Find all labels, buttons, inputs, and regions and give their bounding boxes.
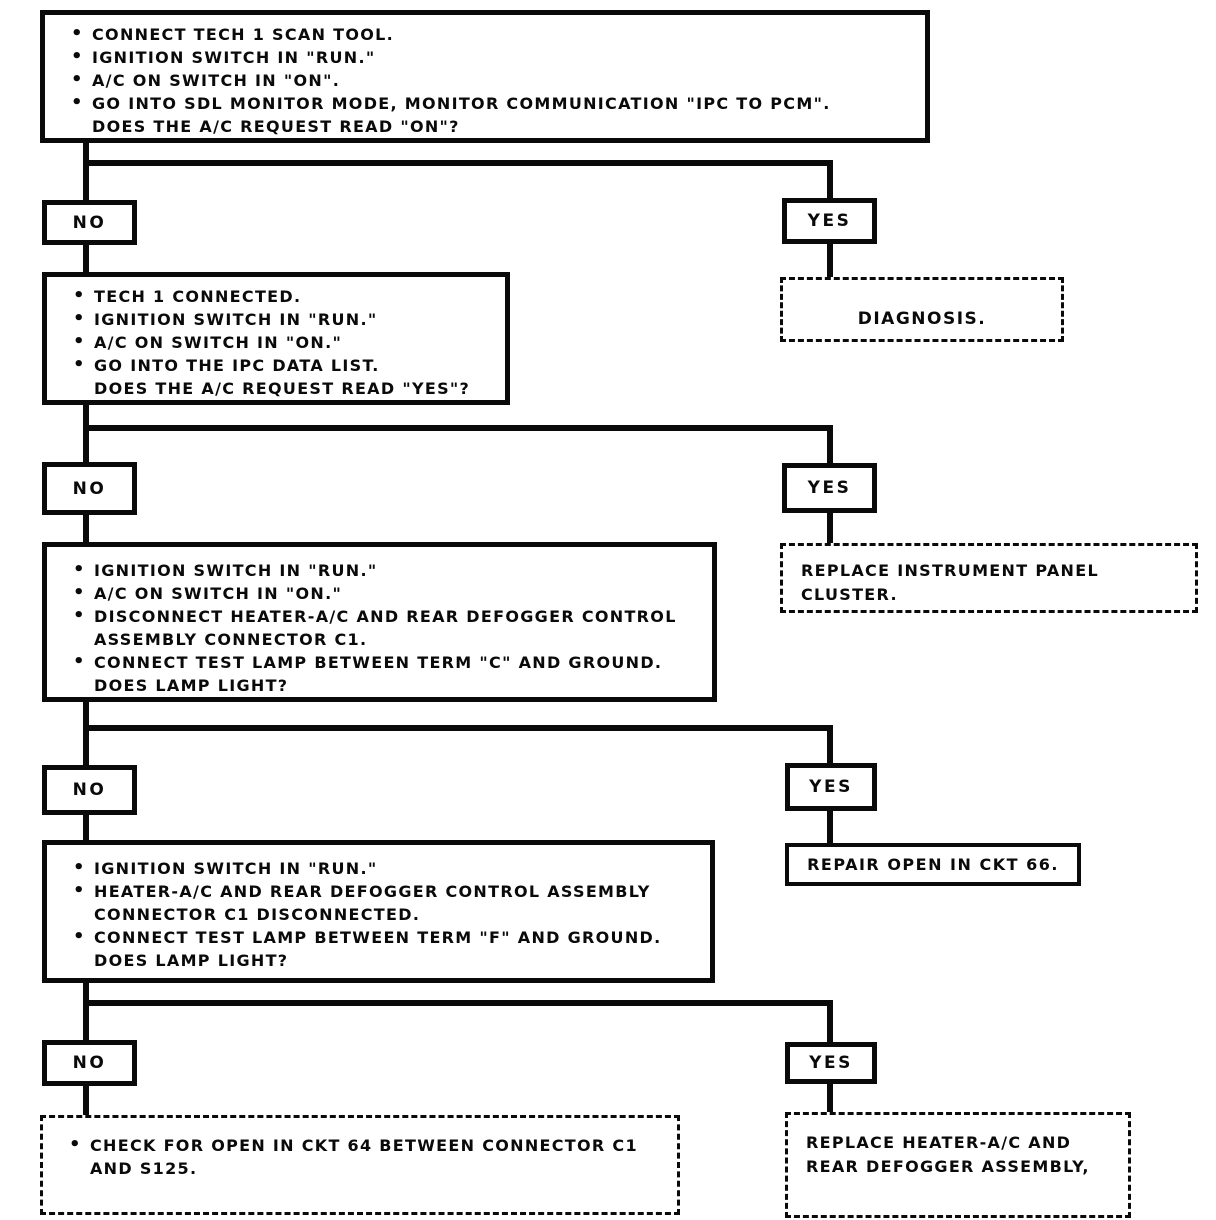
step1-line: CONNECT TECH 1 SCAN TOOL. bbox=[45, 22, 925, 46]
step3-line: CONNECT TEST LAMP BETWEEN TERM "C" AND G… bbox=[47, 650, 712, 674]
connector-line bbox=[827, 811, 833, 843]
connector-line bbox=[83, 815, 89, 840]
diagnosis-result-box: DIAGNOSIS. bbox=[780, 277, 1064, 342]
step2-line: GO INTO THE IPC DATA LIST. bbox=[47, 353, 505, 377]
connector-line bbox=[83, 983, 89, 1040]
step2-question: DOES THE A/C REQUEST READ "YES"? bbox=[94, 379, 471, 398]
step3-question-box: IGNITION SWITCH IN "RUN." A/C ON SWITCH … bbox=[42, 542, 717, 702]
step3-question: DOES LAMP LIGHT? bbox=[94, 676, 289, 695]
connector-line bbox=[827, 160, 833, 200]
no-label-2: NO bbox=[42, 462, 137, 515]
no-label-3: NO bbox=[42, 765, 137, 815]
replace-heater-line: REPLACE HEATER-A/C AND bbox=[806, 1133, 1072, 1152]
step4-line: HEATER-A/C AND REAR DEFOGGER CONTROL ASS… bbox=[47, 879, 710, 903]
step1-line: GO INTO SDL MONITOR MODE, MONITOR COMMUN… bbox=[45, 91, 925, 115]
connector-line bbox=[83, 143, 89, 200]
step2-line: IGNITION SWITCH IN "RUN." bbox=[47, 307, 505, 331]
step2-line: TECH 1 CONNECTED. bbox=[47, 284, 505, 308]
replace-heater-line: REAR DEFOGGER ASSEMBLY, bbox=[806, 1157, 1090, 1176]
connector-line bbox=[827, 1000, 833, 1042]
step2-line: A/C ON SWITCH IN "ON." bbox=[47, 330, 505, 354]
connector-line bbox=[827, 425, 833, 463]
step4-line: IGNITION SWITCH IN "RUN." bbox=[47, 856, 710, 880]
connector-line bbox=[83, 1086, 89, 1115]
step1-line: IGNITION SWITCH IN "RUN." bbox=[45, 45, 925, 69]
step3-line: A/C ON SWITCH IN "ON." bbox=[47, 581, 712, 605]
replace-cluster-line: REPLACE INSTRUMENT PANEL bbox=[801, 561, 1099, 580]
replace-heater-result-box: REPLACE HEATER-A/C AND REAR DEFOGGER ASS… bbox=[785, 1112, 1131, 1218]
step4-question: DOES LAMP LIGHT? bbox=[94, 951, 289, 970]
check-open-line: AND S125. bbox=[90, 1159, 198, 1178]
connector-line bbox=[83, 725, 833, 731]
step4-line: CONNECT TEST LAMP BETWEEN TERM "F" AND G… bbox=[47, 925, 710, 949]
step3-line: IGNITION SWITCH IN "RUN." bbox=[47, 558, 712, 582]
connector-line bbox=[83, 515, 89, 542]
yes-label-4: YES bbox=[785, 1042, 877, 1084]
yes-label-3: YES bbox=[785, 763, 877, 811]
no-label-4: NO bbox=[42, 1040, 137, 1086]
replace-cluster-line: CLUSTER. bbox=[801, 585, 898, 604]
connector-line bbox=[827, 244, 833, 277]
step3-line: DISCONNECT HEATER-A/C AND REAR DEFOGGER … bbox=[47, 604, 712, 628]
connector-line bbox=[83, 245, 89, 272]
connector-line bbox=[83, 160, 833, 166]
diagnosis-text: DIAGNOSIS. bbox=[857, 309, 987, 329]
check-open-result-box: CHECK FOR OPEN IN CKT 64 BETWEEN CONNECT… bbox=[40, 1115, 680, 1215]
step4-line: CONNECTOR C1 DISCONNECTED. bbox=[94, 905, 421, 924]
connector-line bbox=[83, 702, 89, 765]
connector-line bbox=[827, 1084, 833, 1112]
step3-line: ASSEMBLY CONNECTOR C1. bbox=[94, 630, 368, 649]
step1-question: DOES THE A/C REQUEST READ "ON"? bbox=[92, 117, 460, 136]
no-label-1: NO bbox=[42, 200, 137, 245]
step4-question-box: IGNITION SWITCH IN "RUN." HEATER-A/C AND… bbox=[42, 840, 715, 983]
check-open-line: CHECK FOR OPEN IN CKT 64 BETWEEN CONNECT… bbox=[43, 1133, 677, 1157]
repair-open-text: REPAIR OPEN IN CKT 66. bbox=[807, 855, 1059, 874]
connector-line bbox=[827, 513, 833, 543]
connector-line bbox=[83, 405, 89, 462]
connector-line bbox=[83, 425, 833, 431]
yes-label-1: YES bbox=[782, 198, 877, 244]
connector-line bbox=[83, 1000, 833, 1006]
repair-open-result-box: REPAIR OPEN IN CKT 66. bbox=[785, 843, 1081, 886]
step1-question-box: CONNECT TECH 1 SCAN TOOL. IGNITION SWITC… bbox=[40, 10, 930, 143]
step1-line: A/C ON SWITCH IN "ON". bbox=[45, 68, 925, 92]
replace-cluster-result-box: REPLACE INSTRUMENT PANEL CLUSTER. bbox=[780, 543, 1198, 613]
yes-label-2: YES bbox=[782, 463, 877, 513]
connector-line bbox=[827, 725, 833, 763]
step2-question-box: TECH 1 CONNECTED. IGNITION SWITCH IN "RU… bbox=[42, 272, 510, 405]
